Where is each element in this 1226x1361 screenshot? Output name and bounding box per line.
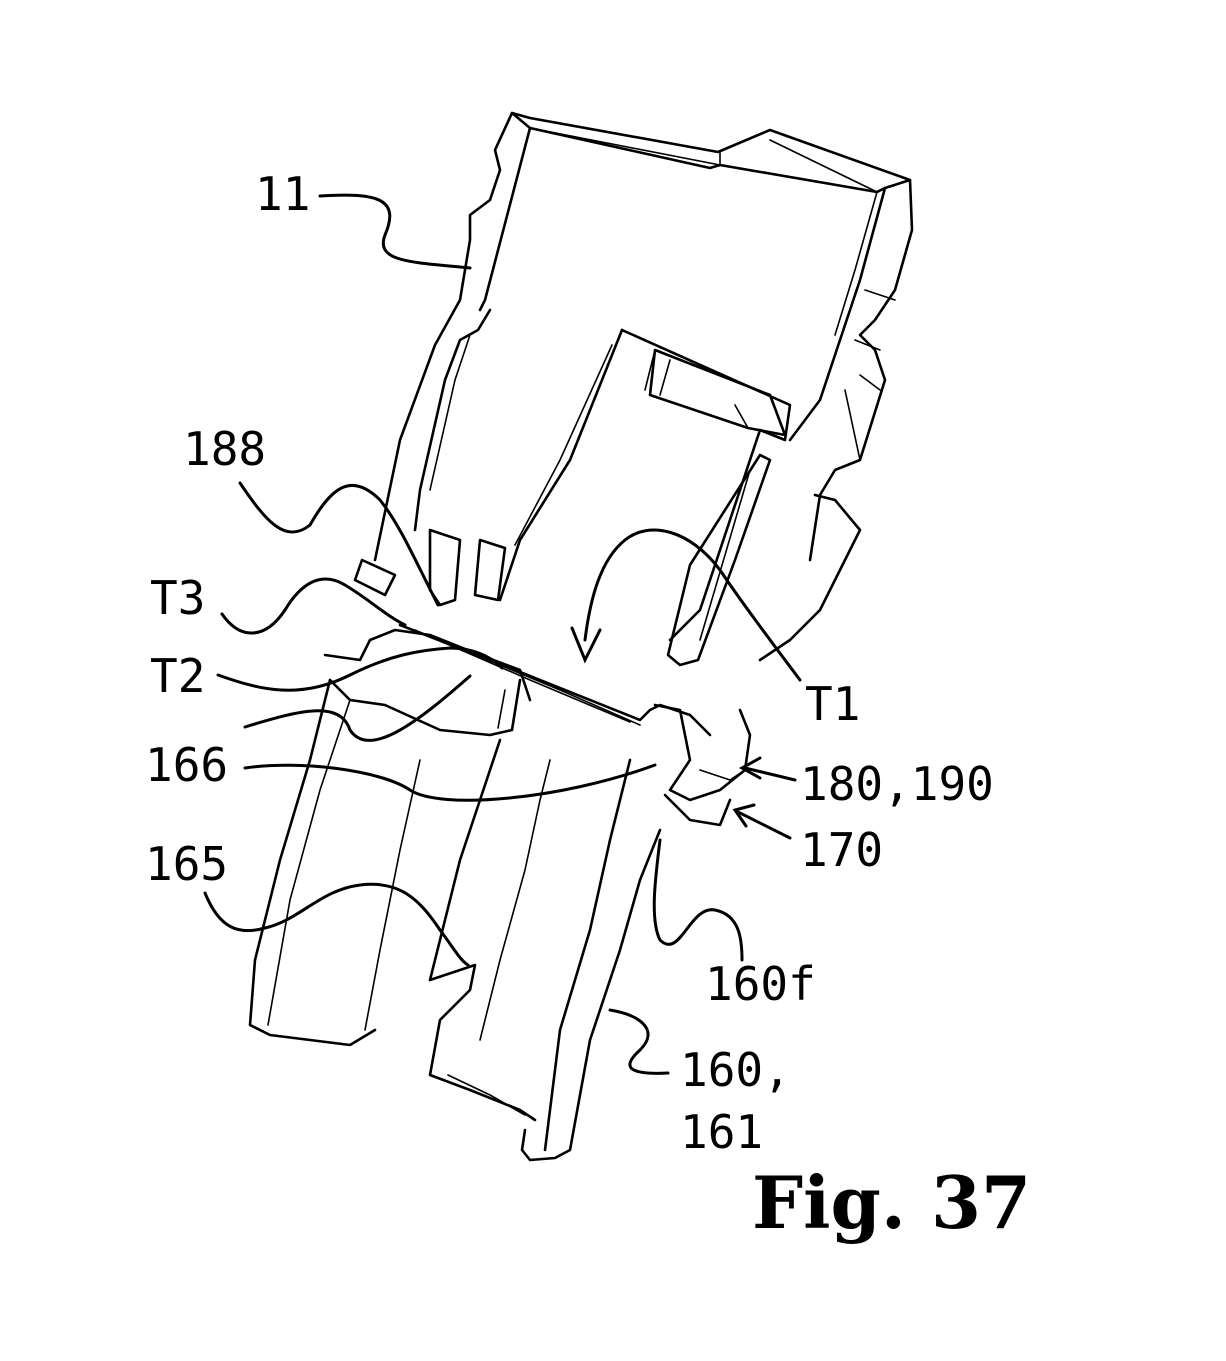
leader-166a [243,674,472,742]
leader-T1 [583,528,802,682]
leader-160-161 [608,1008,670,1075]
leader-170 [736,810,792,840]
ref-label-161: 161 [680,1105,763,1159]
ref-label-188: 188 [183,422,266,476]
ref-label-T1: T1 [805,677,860,731]
leader-11 [318,193,472,270]
ref-label-T2: T2 [150,649,205,703]
leader-165 [203,882,470,967]
leader-166b [243,763,657,802]
ref-label-11: 11 [255,167,310,221]
arrow-head-T1 [570,626,602,664]
leader-160f [652,838,744,962]
inner-window [498,328,792,667]
ref-label-166: 166 [145,738,228,792]
tube-part-11 [373,111,914,662]
reference-labels: 11 188 T3 T2 166 165 T1 180,190 170 160f… [145,167,994,1159]
arrow-head-170 [732,803,756,828]
leader-T3 [220,577,407,635]
leader-lines [203,193,802,1075]
flange-region [323,528,752,827]
leader-T2 [216,646,504,692]
ref-label-170: 170 [800,823,883,877]
lower-tube-160-161 [248,678,662,1162]
arrow-head-180-190 [738,756,762,780]
ref-label-165: 165 [145,837,228,891]
ref-label-160: 160, [680,1043,791,1097]
figure-title: Fig. 37 [752,1160,1031,1245]
leader-180-190 [743,766,797,782]
ref-label-160f: 160f [705,957,816,1011]
ref-label-180-190: 180,190 [800,757,994,811]
ref-label-T3: T3 [150,571,205,625]
leader-188 [238,481,440,607]
